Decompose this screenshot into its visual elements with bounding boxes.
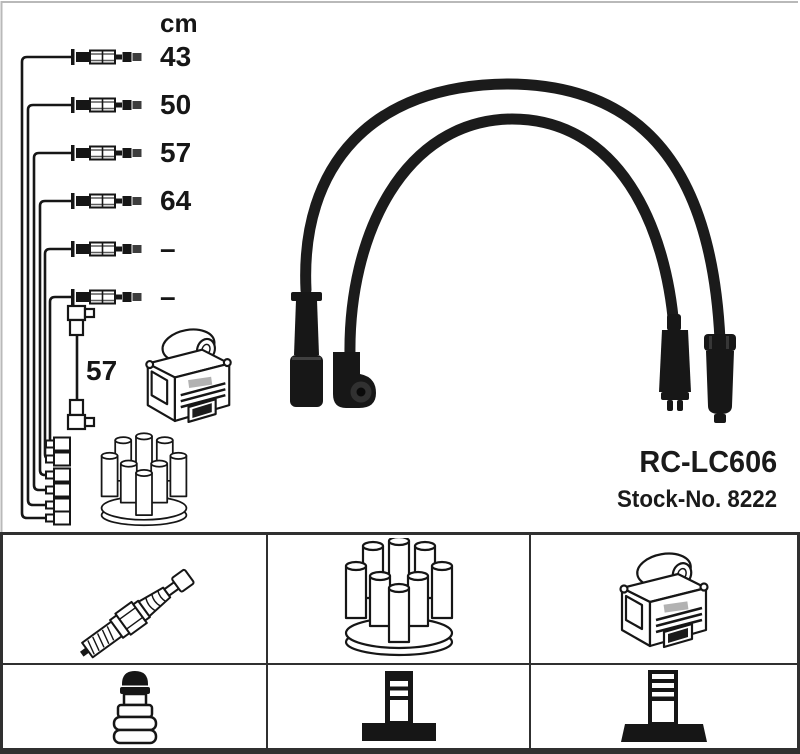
cable-length-3: 57 xyxy=(160,137,192,168)
legend-cell-ignition-coil xyxy=(531,535,797,665)
distributor-end-terminals xyxy=(45,436,71,526)
product-code: RC-LC606 xyxy=(639,444,777,479)
legend-table xyxy=(0,532,800,754)
legend-cell-terminal-nut xyxy=(3,665,268,748)
coil-end-connector xyxy=(659,314,691,411)
coil-wire xyxy=(66,304,96,431)
distributor-cap-drawing xyxy=(100,432,188,527)
cable-routing-lines xyxy=(20,55,72,520)
stock-number: Stock-No. 8222 xyxy=(616,486,777,513)
legend-cell-din-terminal xyxy=(268,665,531,748)
lead-cable-inner xyxy=(344,113,680,362)
length-unit-label: cm xyxy=(160,8,198,38)
ignition-lead-set-photo xyxy=(290,78,736,423)
din-terminal-large-icon xyxy=(621,669,707,742)
legend-cell-distributor-cap xyxy=(268,535,531,665)
din-terminal-icon xyxy=(361,670,436,741)
cable-row-connectors xyxy=(70,48,143,306)
cable-length-5: – xyxy=(160,233,176,264)
coil-wire-length: 57 xyxy=(86,355,118,386)
cable-length-2: 50 xyxy=(160,89,192,120)
cable-length-6: – xyxy=(160,281,176,312)
distributor-cap-icon xyxy=(344,538,453,657)
cable-length-1: 43 xyxy=(160,41,192,72)
ignition-coil-icon xyxy=(619,548,709,649)
distributor-end-connector xyxy=(704,334,736,423)
cable-length-4: 64 xyxy=(160,185,192,216)
ignition-coil-drawing xyxy=(145,324,232,424)
legend-cell-spark-plug xyxy=(3,535,268,665)
legend-cell-din-terminal-large xyxy=(531,665,797,748)
spark-plug-icon xyxy=(72,564,198,660)
spark-plug-terminal-nut-icon xyxy=(112,669,157,744)
lead-cable-outer xyxy=(300,78,726,346)
straight-plug-boot xyxy=(290,292,323,407)
card-edge-line xyxy=(0,1,798,533)
elbow-plug-boot xyxy=(333,352,376,408)
